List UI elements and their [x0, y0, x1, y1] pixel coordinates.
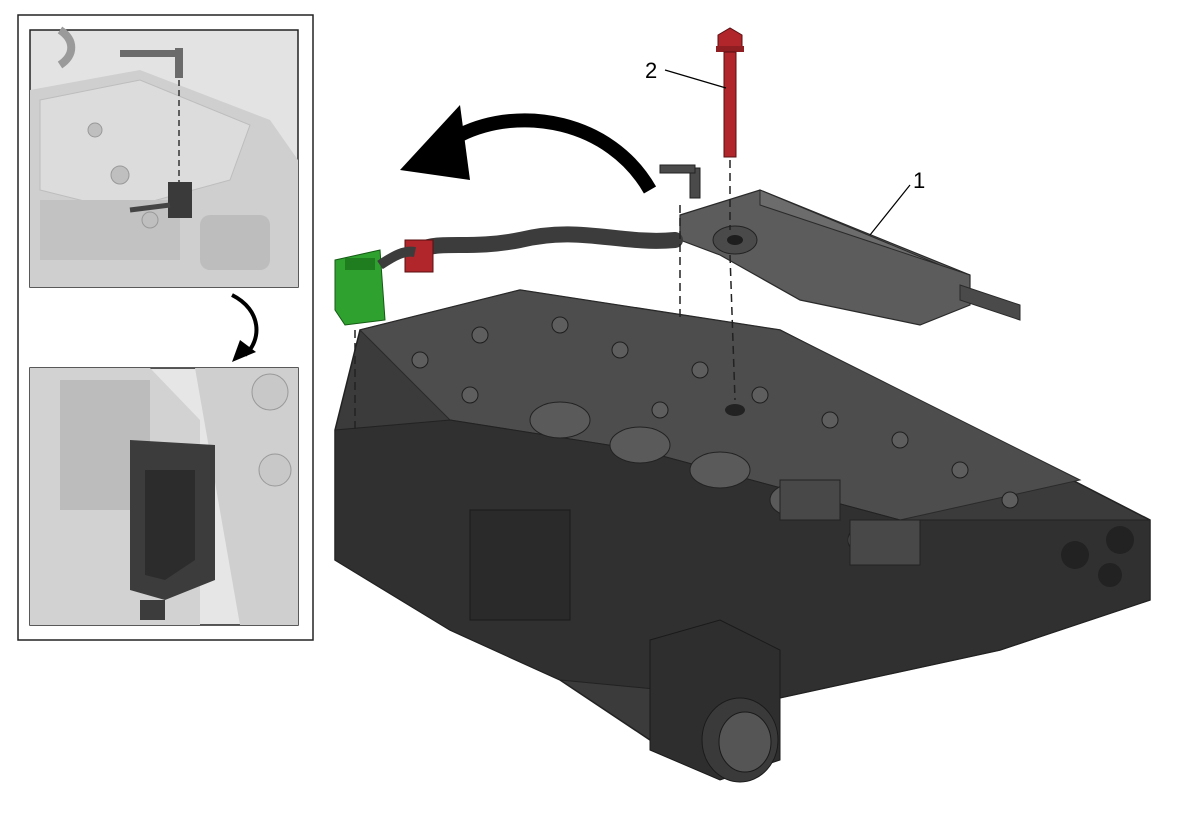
assembly-guide-lines	[354, 160, 736, 430]
callout-leaders	[664, 69, 911, 236]
detail-inset-panel	[17, 14, 314, 641]
callout-label-harness: 1	[913, 168, 925, 193]
curved-arrow-down-icon	[231, 293, 259, 362]
position-sensor-harness	[404, 164, 1021, 326]
main-round-connector	[649, 619, 781, 783]
valve-body-assembly	[334, 289, 1151, 783]
green-connector	[334, 246, 416, 326]
bolt	[716, 27, 744, 158]
lower-detail-view	[29, 367, 299, 626]
housing-bolts	[411, 316, 1019, 509]
upper-detail-view	[29, 26, 299, 288]
callout-label-bolt: 2	[645, 58, 657, 83]
curved-arrow-left-icon	[400, 105, 657, 194]
solenoid-row	[529, 401, 921, 566]
